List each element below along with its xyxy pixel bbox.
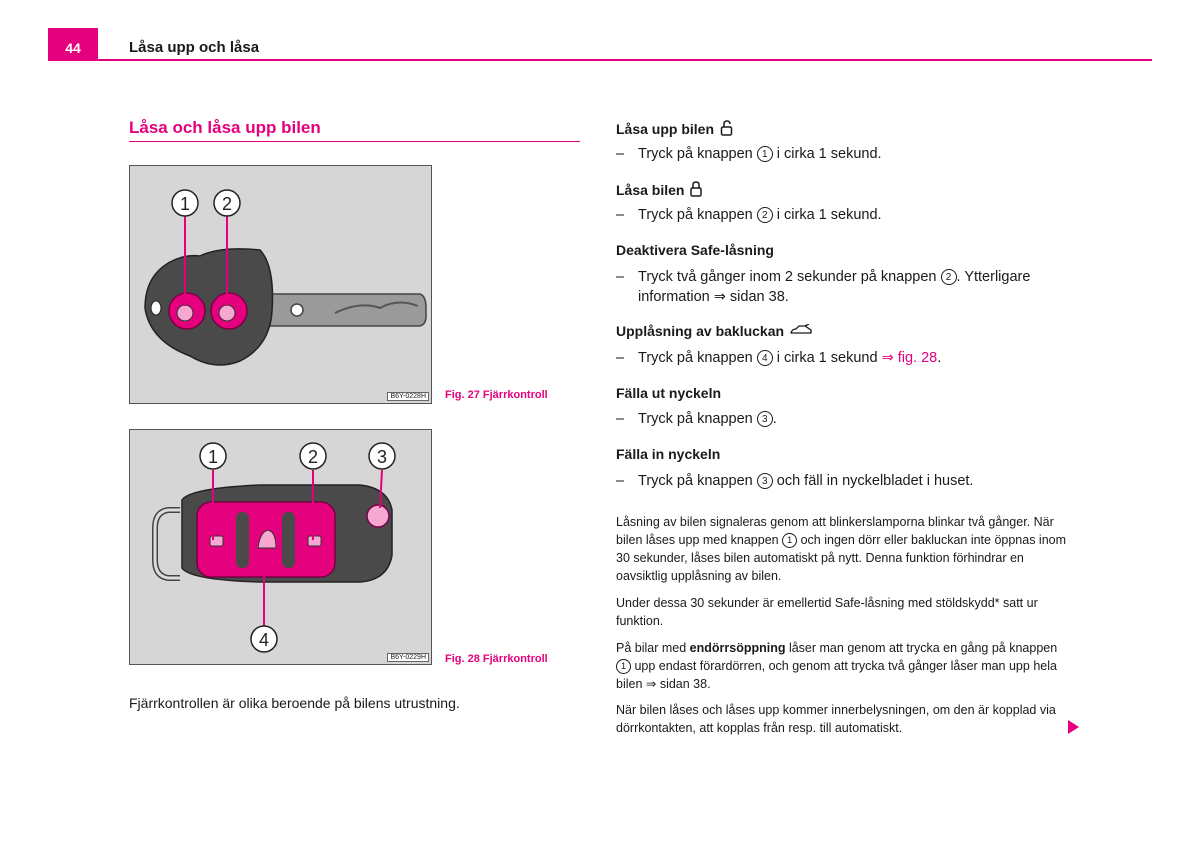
paragraph-lock-signal: Låsning av bilen signaleras genom att bl… (616, 515, 1067, 583)
section-rule (129, 141, 580, 142)
figure-link[interactable]: ⇒ fig. 28 (881, 350, 938, 366)
heading-fold-in-key: Fälla in nyckeln (616, 446, 721, 462)
paragraph-safe-lock: Under dessa 30 sekunder är emellertid Sa… (616, 596, 1038, 628)
page-number: 44 (65, 40, 81, 56)
button-ref-2: 2 (756, 207, 773, 223)
remote-key-illustration: 1 2 (144, 189, 427, 366)
section-title: Låsa och låsa upp bilen (129, 118, 321, 137)
heading-unlock-car: Låsa upp bilen (616, 120, 1086, 137)
callout-2: 2 (299, 442, 327, 470)
figure-27-caption: Fig. 27 Fjärrkontroll (445, 389, 548, 401)
button-ref-1: 1 (616, 659, 631, 674)
figure-28-flip-key: 1 2 3 4 B6Y-0229H (129, 429, 432, 665)
heading-unlock-trunk: Upplåsning av bakluckan (616, 323, 1086, 339)
svg-text:1: 1 (208, 447, 218, 467)
callout-1: 1 (199, 442, 227, 470)
running-title: Låsa upp och låsa (129, 39, 260, 56)
figure-27-remote-key: 1 2 B6Y-0228H (129, 165, 432, 404)
instruction-unlock: – Tryck på knappen 1 i cirka 1 sekund. (616, 146, 882, 162)
callout-2: 2 (213, 189, 241, 217)
car-trunk-icon (790, 323, 812, 334)
button-ref-1: 1 (756, 146, 773, 162)
heading-lock-car: Låsa bilen (616, 181, 1086, 198)
instruction-unlock-trunk: – Tryck på knappen 4 i cirka 1 sekund ⇒ … (616, 350, 942, 366)
callout-4: 4 (250, 625, 278, 653)
button-ref-4: 4 (756, 350, 773, 366)
instruction-fold-in-key: – Tryck på knappen 3 och fäll in nyckelb… (616, 473, 974, 489)
svg-text:1: 1 (180, 194, 190, 214)
callout-1: 1 (171, 189, 199, 217)
figure-code: B6Y-0228H (387, 392, 429, 401)
unlocked-padlock-icon (720, 120, 733, 136)
header-rule (98, 59, 1152, 61)
svg-text:3: 3 (377, 447, 387, 467)
svg-text:2: 2 (308, 447, 318, 467)
callout-3: 3 (368, 442, 396, 470)
page-number-box (48, 28, 98, 61)
locked-padlock-icon (690, 181, 703, 197)
instruction-fold-out-key: – Tryck på knappen 3. (616, 411, 777, 427)
button-ref-3: 3 (756, 411, 773, 427)
figure-code: B6Y-0229H (387, 653, 429, 662)
button-ref-2: 2 (940, 269, 957, 285)
heading-deactivate-safe-lock: Deaktivera Safe-låsning (616, 242, 774, 258)
figure-28-caption: Fig. 28 Fjärrkontroll (445, 653, 548, 665)
key-head (144, 248, 274, 366)
key-blade (269, 293, 427, 327)
svg-text:4: 4 (259, 630, 269, 650)
button-ref-3: 3 (756, 473, 773, 489)
heading-fold-out-key: Fälla ut nyckeln (616, 385, 722, 401)
flip-key-illustration: 1 2 3 4 (152, 442, 396, 653)
equipment-note: Fjärrkontrollen är olika beroende på bil… (129, 695, 460, 711)
instruction-deactivate-safe-lock: – Tryck två gånger inom 2 sekunder på kn… (616, 269, 1031, 305)
release-button-3 (366, 504, 390, 528)
button-ref-1: 1 (782, 533, 798, 548)
instruction-lock: – Tryck på knappen 2 i cirka 1 sekund. (616, 207, 882, 223)
continue-arrow-icon (1068, 720, 1079, 734)
paragraph-single-door: På bilar med endörrsöppning låser man ge… (616, 641, 1058, 691)
svg-text:2: 2 (222, 194, 232, 214)
paragraph-interior-light: När bilen låses och låses upp kommer inn… (616, 703, 1056, 735)
